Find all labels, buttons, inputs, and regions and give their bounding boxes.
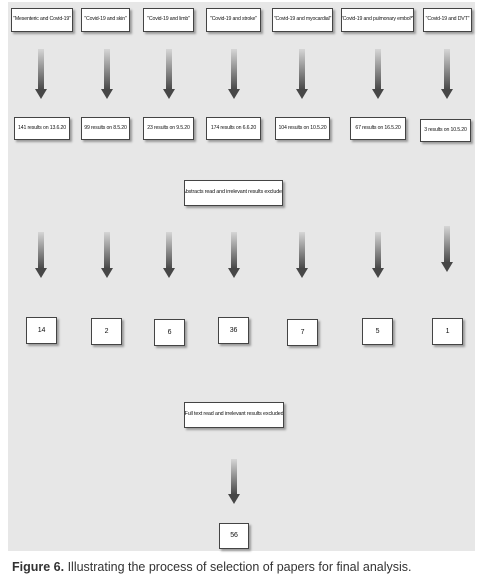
results-box-myocardial: 104 results on 10.5.20: [275, 117, 330, 140]
abstracts-filter-box: Abstracts read and irrelevant results ex…: [184, 180, 283, 206]
final-count-box: 56: [219, 523, 249, 549]
results-box-limb: 23 results on 9.5.20: [143, 117, 194, 140]
count-box-limb: 6: [154, 319, 185, 346]
search-box-myocardial: "Covid-19 and myocardial": [272, 8, 333, 32]
figure-caption-label: Figure 6.: [12, 560, 65, 574]
results-box-skin: 99 results on 8.5.20: [81, 117, 130, 140]
count-box-skin: 2: [91, 318, 122, 345]
results-box-pulmonary-embolism: 67 results on 16.5.20: [350, 117, 406, 140]
search-box-limb: "Covid-19 and limb": [143, 8, 194, 32]
arrow-down: [163, 49, 175, 99]
arrow-down: [101, 232, 113, 278]
arrow-down: [296, 232, 308, 278]
fulltext-filter-box: Full text read and irrelevant results ex…: [184, 402, 284, 428]
count-box-dvt: 1: [432, 318, 463, 345]
figure-caption-text: Illustrating the process of selection of…: [64, 560, 412, 574]
arrow-down: [372, 49, 384, 99]
search-box-mesenteric: "Mesenteric and Covid-19": [11, 8, 73, 32]
arrow-down: [228, 459, 240, 504]
count-box-mesenteric: 14: [26, 317, 57, 344]
search-box-skin: "Covid-19 and skin": [81, 8, 130, 32]
count-box-stroke: 36: [218, 317, 249, 344]
results-box-stroke: 174 results on 6.6.20: [206, 117, 261, 140]
arrow-down: [441, 226, 453, 272]
results-box-mesenteric: 141 results on 13.6.20: [14, 117, 70, 140]
arrow-down: [35, 232, 47, 278]
flowchart-panel: [8, 2, 475, 551]
figure-caption: Figure 6. Illustrating the process of se…: [12, 560, 412, 574]
arrow-down: [228, 49, 240, 99]
arrow-down: [372, 232, 384, 278]
arrow-down: [163, 232, 175, 278]
results-box-dvt: 3 results on 10.5.20: [420, 119, 471, 142]
arrow-down: [441, 49, 453, 99]
search-box-pulmonary-embolism: "Covid-19 and pulmonary embol*": [341, 8, 414, 32]
count-box-pulmonary-embolism: 5: [362, 318, 393, 345]
count-box-myocardial: 7: [287, 319, 318, 346]
search-box-dvt: "Covid-19 and DVT": [423, 8, 472, 32]
arrow-down: [296, 49, 308, 99]
arrow-down: [35, 49, 47, 99]
arrow-down: [101, 49, 113, 99]
arrow-down: [228, 232, 240, 278]
search-box-stroke: "Covid-19 and stroke": [206, 8, 261, 32]
